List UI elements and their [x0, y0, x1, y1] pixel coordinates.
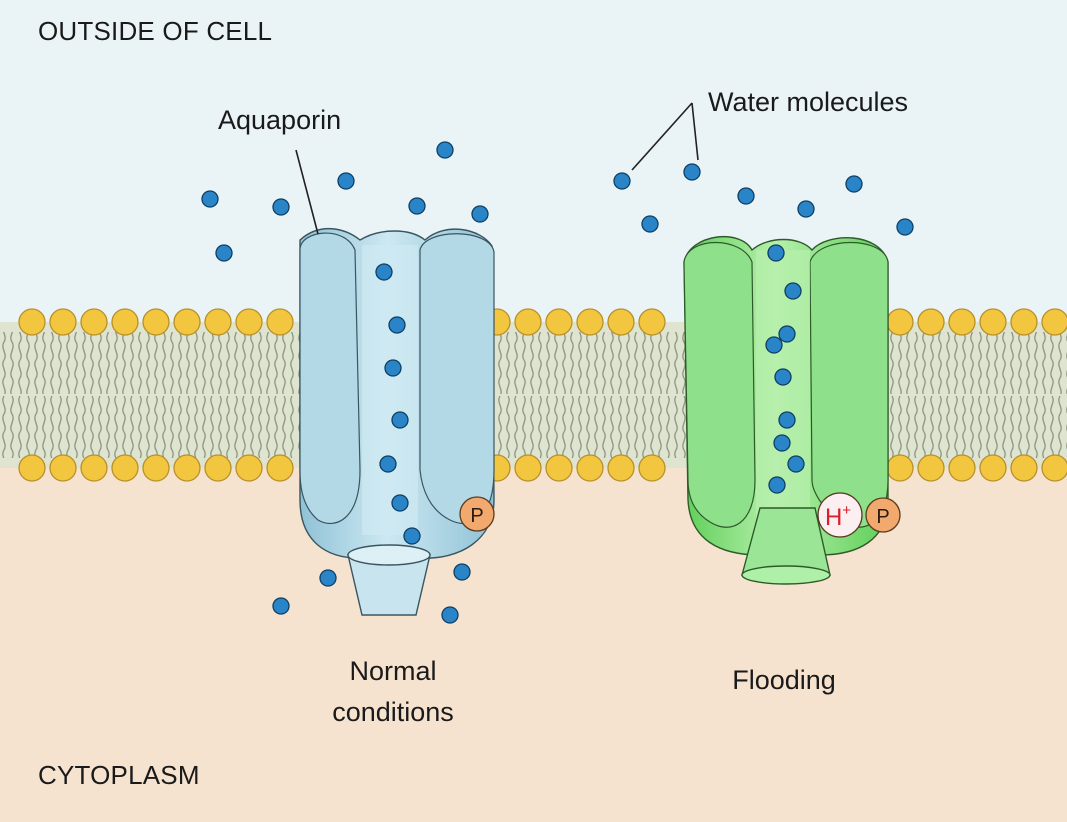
lipid-head	[267, 309, 293, 335]
lipid-head	[1042, 455, 1067, 481]
phosphate-flooding-label: P	[876, 506, 889, 528]
aquaporin-normal-channel	[362, 245, 418, 535]
water-molecule	[409, 198, 425, 214]
water-molecules-label: Water molecules	[708, 86, 908, 118]
water-molecule	[442, 607, 458, 623]
water-molecule	[846, 176, 862, 192]
phosphate-normal: P	[460, 497, 494, 531]
lipid-head	[887, 309, 913, 335]
water-molecule	[779, 326, 795, 342]
lipid-head	[515, 309, 541, 335]
water-molecule	[768, 245, 784, 261]
water-molecule	[216, 245, 232, 261]
proton-symbol: H	[825, 504, 842, 531]
lipid-head	[205, 455, 231, 481]
lipid-head	[1011, 455, 1037, 481]
lipid-head	[639, 455, 665, 481]
lipid-head	[980, 455, 1006, 481]
lipid-head	[608, 309, 634, 335]
water-molecule	[392, 412, 408, 428]
aquaporin-normal-gate-rim	[348, 545, 430, 565]
lipid-head	[236, 455, 262, 481]
water-molecule	[766, 337, 782, 353]
lipid-head	[174, 309, 200, 335]
water-molecule	[454, 564, 470, 580]
lipid-head	[918, 455, 944, 481]
water-molecule	[437, 142, 453, 158]
lipid-head	[577, 309, 603, 335]
lipid-head	[949, 309, 975, 335]
flooding-label: Flooding	[732, 664, 836, 696]
aquaporin-flood-right-lobe	[810, 243, 888, 528]
water-molecule	[769, 477, 785, 493]
aquaporin-normal-left-lobe	[300, 233, 360, 523]
lipid-head	[1042, 309, 1067, 335]
lipid-head	[515, 455, 541, 481]
proton-charge: +	[842, 502, 851, 519]
cytoplasm-label: CYTOPLASM	[38, 760, 200, 791]
lipid-head	[19, 309, 45, 335]
water-molecule	[273, 598, 289, 614]
water-molecule	[684, 164, 700, 180]
lipid-head	[236, 309, 262, 335]
lipid-head	[112, 309, 138, 335]
water-molecule	[404, 528, 420, 544]
lipid-head	[50, 455, 76, 481]
lipid-head	[1011, 309, 1037, 335]
water-molecule	[775, 369, 791, 385]
water-molecule	[392, 495, 408, 511]
lipid-head	[918, 309, 944, 335]
normal-conditions-line2: conditions	[332, 696, 454, 728]
water-molecule	[320, 570, 336, 586]
lipid-head	[50, 309, 76, 335]
water-molecule	[788, 456, 804, 472]
lipid-head	[143, 455, 169, 481]
lipid-head	[887, 455, 913, 481]
lipid-head	[81, 309, 107, 335]
outside-of-cell-label: OUTSIDE OF CELL	[38, 16, 272, 47]
lipid-head	[546, 455, 572, 481]
lipid-head	[267, 455, 293, 481]
lipid-head	[205, 309, 231, 335]
water-molecule	[472, 206, 488, 222]
proton: H+	[818, 493, 862, 537]
lipid-head	[546, 309, 572, 335]
normal-conditions-line1: Normal	[349, 655, 436, 687]
water-molecule	[614, 173, 630, 189]
lipid-head	[980, 309, 1006, 335]
lipid-head	[577, 455, 603, 481]
water-molecule	[642, 216, 658, 232]
aquaporin-flood-left-lobe	[684, 243, 755, 528]
lipid-tails-lower	[0, 396, 1067, 458]
water-molecule	[738, 188, 754, 204]
water-molecule	[798, 201, 814, 217]
aquaporin-flood-gate-rim	[742, 566, 830, 584]
lipid-head	[608, 455, 634, 481]
lipid-head	[639, 309, 665, 335]
water-molecule	[389, 317, 405, 333]
water-molecule	[380, 456, 396, 472]
phosphate-normal-label: P	[470, 505, 483, 527]
water-molecule	[376, 264, 392, 280]
water-molecule	[202, 191, 218, 207]
lipid-head	[81, 455, 107, 481]
lipid-head	[949, 455, 975, 481]
aquaporin-label: Aquaporin	[218, 104, 341, 136]
water-molecule	[774, 435, 790, 451]
phosphate-flooding: P	[866, 498, 900, 532]
water-molecule	[897, 219, 913, 235]
lipid-head	[143, 309, 169, 335]
water-molecule	[785, 283, 801, 299]
water-molecule	[273, 199, 289, 215]
water-molecule	[338, 173, 354, 189]
lipid-tails-upper	[0, 332, 1067, 394]
lipid-head	[174, 455, 200, 481]
water-molecule	[779, 412, 795, 428]
aquaporin-normal-right-lobe	[420, 234, 494, 524]
lipid-head	[112, 455, 138, 481]
water-molecule	[385, 360, 401, 376]
lipid-head	[19, 455, 45, 481]
